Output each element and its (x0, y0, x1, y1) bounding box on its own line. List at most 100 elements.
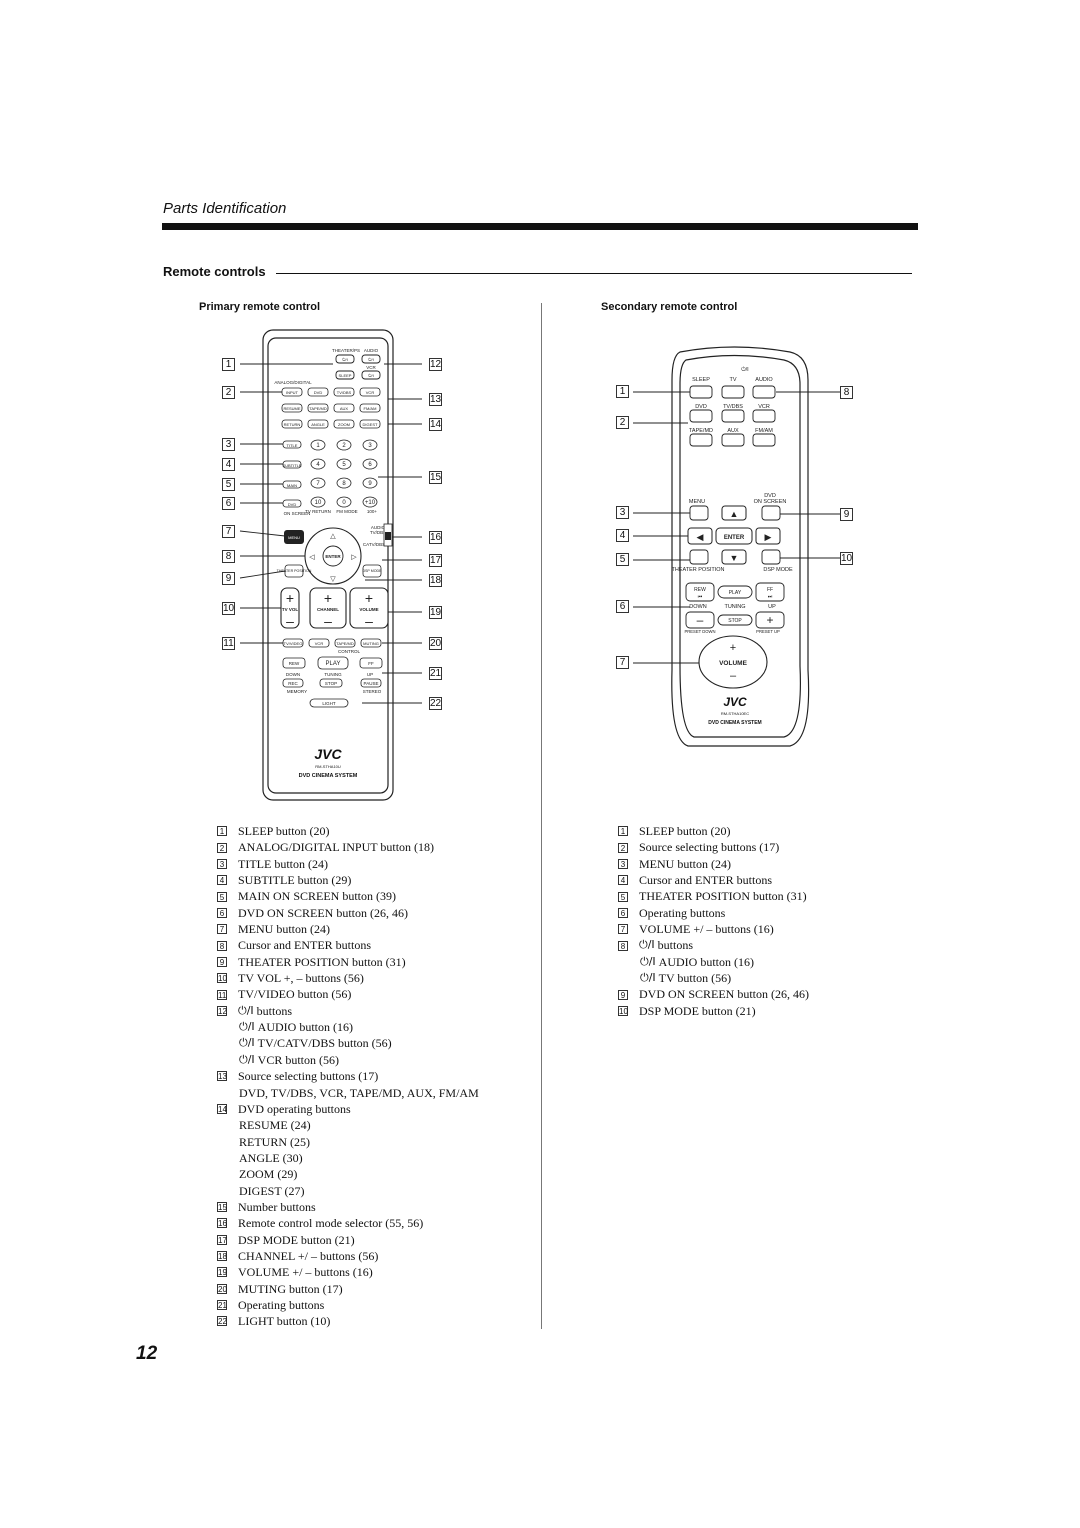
cursor-right-icon[interactable]: ▶ (765, 532, 772, 542)
callout-14: 14 (429, 418, 442, 431)
channel-minus-icon[interactable]: – (324, 613, 332, 629)
btn-fmam[interactable]: FM/AM (364, 406, 377, 411)
label-menu: MENU (689, 499, 705, 505)
btn-stop[interactable]: STOP (325, 681, 337, 686)
btn-aux[interactable]: AUX (340, 406, 349, 411)
volume-rocker[interactable] (698, 635, 768, 689)
btn-enter[interactable]: ENTER (724, 535, 745, 541)
btn-6[interactable]: 6 (368, 462, 372, 468)
menu-button[interactable] (284, 530, 304, 544)
btn-5[interactable]: 5 (342, 462, 346, 468)
btn-3[interactable]: 3 (368, 443, 372, 449)
btn-rew[interactable]: REW (694, 587, 706, 593)
skip-forward-icon[interactable]: ⏭ (768, 594, 773, 600)
cursor-left-icon[interactable]: ◀ (697, 532, 704, 542)
btn-plus10[interactable]: +10 (365, 500, 376, 506)
btn-play[interactable]: PLAY (729, 590, 742, 596)
power-icon: ⏻/I (640, 954, 656, 968)
btn-tapemd[interactable]: TAPE/MD (309, 406, 327, 411)
btn-1[interactable]: 1 (316, 443, 320, 449)
cursor-down-icon[interactable]: ▼ (730, 553, 739, 563)
power-icon: ⏻/I (741, 366, 749, 373)
tv-vol-plus-icon[interactable]: + (286, 590, 294, 606)
callout-16: 16 (429, 531, 442, 544)
btn-rew[interactable]: REW (289, 661, 300, 666)
minus-icon[interactable]: – (697, 613, 704, 627)
callout-4: 4 (222, 458, 235, 471)
cursor-down-icon[interactable]: ▽ (330, 576, 336, 583)
btn-tapemd-control[interactable]: TAPE/MD (336, 641, 354, 646)
label-aux: AUX (727, 428, 739, 434)
btn-volume[interactable]: VOLUME (719, 660, 747, 667)
btn-vcr[interactable]: VCR (366, 390, 375, 395)
btn-sleep[interactable]: SLEEP (339, 373, 352, 378)
btn-channel[interactable]: CHANNEL (317, 607, 339, 612)
callout-20: 20 (429, 637, 442, 650)
btn-menu[interactable]: MENU (288, 535, 300, 540)
btn-enter[interactable]: ENTER (325, 554, 341, 559)
light-button[interactable] (309, 698, 349, 708)
btn-stop[interactable]: STOP (728, 618, 742, 624)
btn-resume[interactable]: RESUME (283, 406, 300, 411)
list-item: DVD, TV/DBS, VCR, TAPE/MD, AUX, FM/AM (239, 1085, 479, 1100)
btn-return[interactable]: RETURN (284, 422, 301, 427)
btn-tvvideo[interactable]: TV/VIDEO (284, 641, 303, 646)
enter-button[interactable] (322, 545, 344, 567)
btn-digest[interactable]: DIGEST (363, 422, 378, 427)
btn-main[interactable]: MAIN (287, 483, 297, 488)
btn-0[interactable]: 0 (342, 500, 346, 506)
btn-10[interactable]: 10 (315, 500, 322, 506)
cursor-up-icon[interactable]: ▲ (730, 509, 739, 519)
volume-plus-icon[interactable]: + (365, 590, 373, 606)
btn-8[interactable]: 8 (342, 481, 346, 487)
btn-rec[interactable]: REC (288, 681, 298, 686)
btn-tv-vol[interactable]: TV VOL (282, 607, 299, 612)
power-icon: ⏻/I (368, 373, 373, 378)
list-item: RETURN (25) (239, 1134, 310, 1149)
btn-angle[interactable]: ANGLE (311, 422, 325, 427)
channel-plus-icon[interactable]: + (324, 590, 332, 606)
btn-vcr-control[interactable]: VCR (315, 641, 324, 646)
volume-minus-icon[interactable]: – (365, 613, 373, 629)
btn-9[interactable]: 9 (368, 481, 372, 487)
cursor-right-icon[interactable]: ▷ (351, 554, 357, 561)
btn-play[interactable]: PLAY (326, 661, 341, 667)
btn-pause[interactable]: PAUSE (364, 681, 379, 686)
volume-minus-icon[interactable]: – (730, 670, 737, 682)
btn-subtitle[interactable]: SUBTITLE (282, 463, 301, 468)
btn-dsp-mode[interactable]: DSP MODE (362, 569, 382, 573)
btn-tvdbs[interactable]: TV/DBS (337, 390, 352, 395)
volume-plus-icon[interactable]: + (730, 642, 736, 654)
label-theater-ps: THEATER/PS (332, 348, 360, 353)
btn-ff[interactable]: FF (767, 587, 773, 593)
btn-title[interactable]: TITLE (287, 443, 298, 448)
btn-volume[interactable]: VOLUME (359, 607, 378, 612)
btn-theater-position[interactable]: THEATER POSITION (277, 569, 312, 573)
btn-dvd-on-screen[interactable]: DVD (288, 502, 297, 507)
callout-22: 22 (429, 697, 442, 710)
btn-input[interactable]: INPUT (286, 390, 299, 395)
skip-back-icon[interactable]: ⏮ (698, 594, 703, 600)
column-divider (541, 303, 542, 1329)
cursor-up-icon[interactable]: △ (330, 533, 336, 540)
btn-4[interactable]: 4 (316, 462, 320, 468)
btn-2[interactable]: 2 (342, 443, 346, 449)
plus-icon[interactable]: + (766, 613, 773, 627)
btn-zoom[interactable]: ZOOM (338, 422, 350, 427)
tv-vol-minus-icon[interactable]: – (286, 613, 294, 629)
cursor-left-icon[interactable]: ◁ (309, 554, 315, 561)
label-audio: AUDIO (755, 377, 773, 383)
btn-7[interactable]: 7 (316, 481, 320, 487)
btn-muting[interactable]: MUTING (363, 641, 379, 646)
btn-light[interactable]: LIGHT (322, 701, 336, 706)
btn-dvd[interactable]: DVD (314, 390, 323, 395)
label-preset-up: PRESET UP (756, 629, 780, 634)
btn-ff[interactable]: FF (368, 661, 374, 666)
